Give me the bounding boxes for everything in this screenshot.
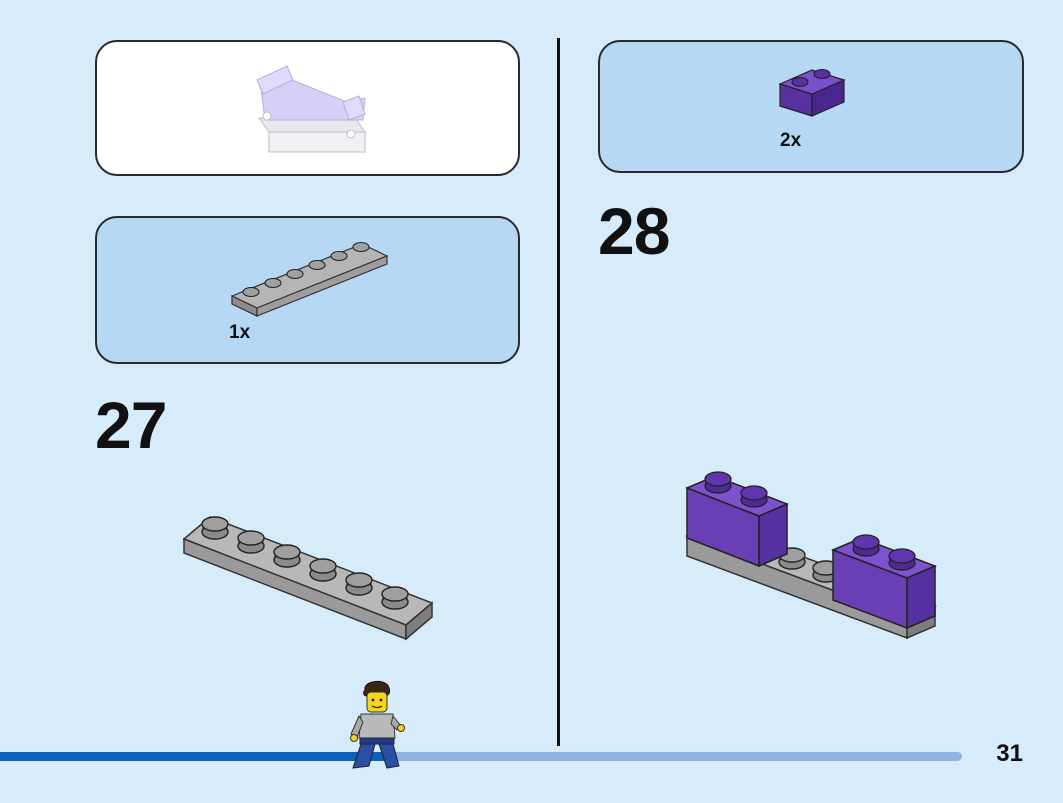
step-27-build-illustration [182,516,434,641]
step-28-number: 28 [598,194,670,268]
minifigure-progress-icon [350,681,405,769]
submodel-preview-panel [95,40,520,176]
progress-bar-fill [0,752,385,761]
step-27-parts-panel: 1x [95,216,520,364]
submodel-preview-image [256,65,366,153]
step-28-build-illustration [684,471,938,640]
step-27-number: 27 [95,388,167,462]
column-divider [557,38,560,746]
purple-brick-right [830,534,938,630]
step-28-parts-panel: 2x [598,40,1024,173]
step-27-part-count: 1x [229,322,251,343]
progress-bar [0,752,962,761]
part-purple-brick-icon [778,68,846,117]
step-28-part-count: 2x [780,130,802,151]
page-number: 31 [996,740,1023,767]
purple-brick-left [685,471,789,568]
part-grey-plate-icon [230,241,389,317]
stud [201,516,229,540]
